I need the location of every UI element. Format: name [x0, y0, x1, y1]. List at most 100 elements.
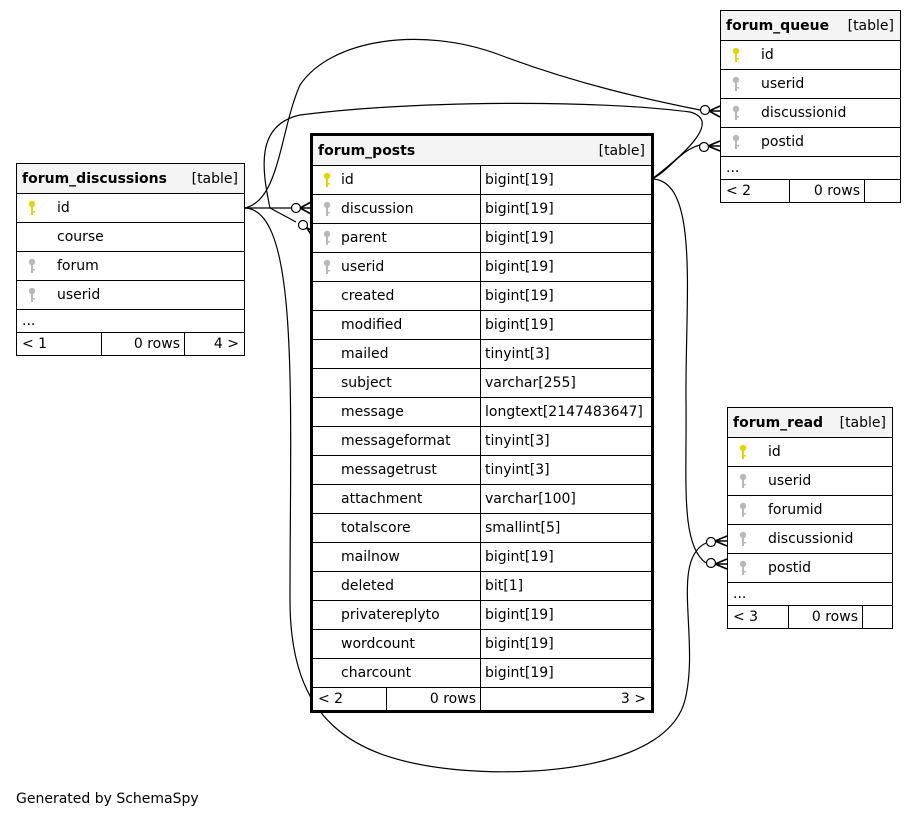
table-type: [table]: [598, 142, 645, 159]
column-name: deleted: [341, 578, 394, 594]
table-type: [table]: [847, 17, 894, 34]
edge-queue-discussionid: [244, 38, 701, 209]
table-name: forum_discussions: [22, 170, 167, 187]
children-link[interactable]: 3 >: [620, 691, 646, 707]
column-row[interactable]: id: [721, 40, 900, 69]
column-name: message: [341, 404, 404, 420]
table-header: forum_read[table]: [728, 408, 892, 437]
column-name: userid: [761, 76, 805, 92]
column-row[interactable]: id: [17, 193, 244, 222]
column-type: bigint[19]: [485, 636, 554, 652]
column-name: discussion: [341, 201, 414, 217]
primary-key-icon: [732, 444, 754, 460]
foreign-key-icon: [725, 105, 747, 121]
column-row[interactable]: userid bigint[19]: [313, 252, 651, 281]
column-name: id: [761, 47, 774, 63]
column-row[interactable]: userid: [17, 280, 244, 309]
column-row[interactable]: message longtext[2147483647]: [313, 397, 651, 426]
column-name: userid: [57, 287, 101, 303]
row-count: 0 rows: [790, 180, 865, 202]
column-name: id: [57, 200, 70, 216]
column-type: smallint[5]: [485, 520, 561, 536]
column-row[interactable]: forumid: [728, 495, 892, 524]
column-row[interactable]: userid: [728, 466, 892, 495]
edge-read-postid: [651, 178, 707, 564]
children-link[interactable]: [863, 606, 892, 628]
column-type: longtext[2147483647]: [485, 404, 643, 420]
column-name: modified: [341, 317, 403, 333]
row-count: 0 rows: [789, 606, 863, 628]
foreign-key-icon: [315, 230, 339, 246]
primary-key-icon: [315, 172, 339, 188]
foreign-key-icon: [315, 259, 339, 275]
column-row[interactable]: postid: [721, 127, 900, 156]
column-name: userid: [341, 259, 385, 275]
optional-marker: [297, 219, 309, 231]
table-name: forum_read: [733, 414, 824, 431]
crow-foot: [714, 558, 728, 570]
column-row[interactable]: course: [17, 222, 244, 251]
table-forum-queue[interactable]: forum_queue[table]id userid discussionid po…: [720, 10, 901, 203]
column-name: id: [341, 172, 354, 188]
column-row[interactable]: wordcount bigint[19]: [313, 629, 651, 658]
column-name: attachment: [341, 491, 423, 507]
column-type: bit[1]: [485, 578, 524, 594]
column-name: charcount: [341, 665, 412, 681]
column-type: bigint[19]: [485, 259, 554, 275]
column-row[interactable]: postid: [728, 553, 892, 582]
column-name: postid: [768, 560, 812, 576]
optional-marker: [705, 536, 717, 548]
table-header: forum_queue[table]: [721, 11, 900, 40]
column-name: forumid: [768, 502, 823, 518]
column-row[interactable]: discussionid: [721, 98, 900, 127]
column-row[interactable]: userid: [721, 69, 900, 98]
table-forum-read[interactable]: forum_read[table]id userid forumid discussi…: [727, 407, 893, 629]
primary-key-icon: [725, 47, 747, 63]
column-row[interactable]: discussionid: [728, 524, 892, 553]
foreign-key-icon: [732, 502, 754, 518]
column-type: bigint[19]: [485, 665, 554, 681]
column-type: bigint[19]: [485, 201, 554, 217]
column-name: totalscore: [341, 520, 411, 536]
column-type: bigint[19]: [485, 230, 554, 246]
column-name: mailed: [341, 346, 389, 362]
column-row[interactable]: discussion bigint[19]: [313, 194, 651, 223]
optional-marker: [698, 141, 710, 153]
column-row[interactable]: charcount bigint[19]: [313, 658, 651, 687]
column-row[interactable]: deleted bit[1]: [313, 571, 651, 600]
column-name: discussionid: [761, 105, 847, 121]
parents-link[interactable]: < 2: [721, 180, 790, 202]
column-type: tinyint[3]: [485, 462, 550, 478]
parents-link[interactable]: < 2: [313, 688, 387, 710]
column-row[interactable]: forum: [17, 251, 244, 280]
column-name: wordcount: [341, 636, 415, 652]
column-row[interactable]: id bigint[19]: [313, 165, 651, 194]
column-name: course: [57, 229, 104, 245]
column-name: forum: [57, 258, 99, 274]
parents-link[interactable]: < 1: [17, 333, 102, 355]
parents-link[interactable]: < 3: [728, 606, 789, 628]
more-columns: ...: [728, 582, 892, 605]
children-link[interactable]: 4 >: [213, 336, 239, 352]
column-name: userid: [768, 473, 812, 489]
column-type: bigint[19]: [485, 172, 554, 188]
children-link[interactable]: [865, 180, 900, 202]
column-row[interactable]: id: [728, 437, 892, 466]
column-type: bigint[19]: [485, 549, 554, 565]
column-row[interactable]: totalscore smallint[5]: [313, 513, 651, 542]
